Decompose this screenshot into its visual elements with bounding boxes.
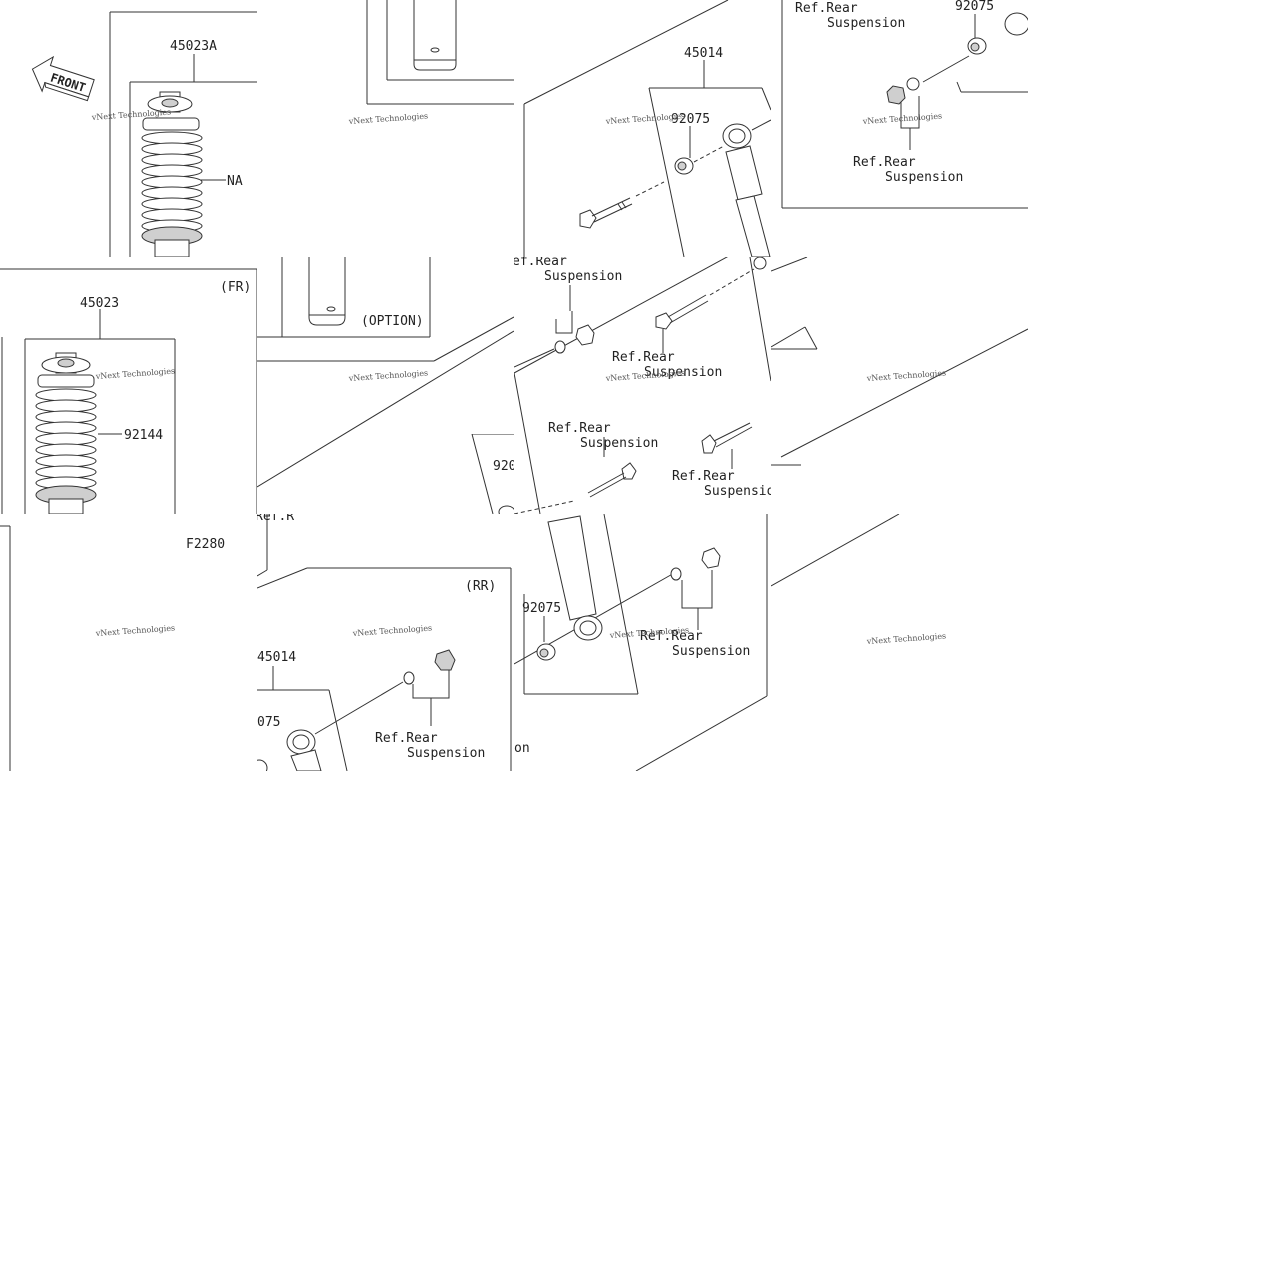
- spring-coil: [141, 164, 203, 178]
- suspension-label-f: Suspensio: [704, 484, 771, 499]
- suspension-label: Suspension: [827, 16, 905, 31]
- ref-rear-label: Ref.Rear: [795, 1, 858, 16]
- washer-nut-a: [554, 324, 595, 354]
- spring-coil: [35, 410, 97, 424]
- watermark: vNext Technologies: [605, 368, 686, 383]
- ref-rear-label-g: Ref.Rear: [375, 731, 438, 746]
- watermark: vNext Technologies: [348, 368, 429, 383]
- bushing-92075-d: [536, 643, 556, 661]
- rear-shock-body: [722, 123, 771, 257]
- tile-figure-code: F2280 vNext Technologies: [0, 514, 257, 771]
- washer-nut-c: [670, 547, 721, 581]
- watermark: vNext Technologies: [862, 111, 943, 126]
- tile-front-option-shock: FRONT 45023A NA vNext Technologies: [0, 0, 257, 257]
- section-label-option: (OPTION): [361, 314, 424, 329]
- spring-coil: [35, 443, 97, 457]
- spring-coil: [141, 197, 203, 211]
- part-number-92075-d: 92075: [522, 601, 561, 616]
- tile-rear-ref-upper: Ref.R Ref.Rear Suspension 92075 Ref.Rear…: [771, 0, 1028, 257]
- ref-rear-label-e: Ref.Rear: [548, 421, 611, 436]
- part-number-92144: 92144: [124, 428, 163, 443]
- part-number-45023A: 45023A: [170, 39, 217, 54]
- part-number-92075-c: 075: [257, 715, 280, 730]
- front-shock-option: [141, 91, 203, 257]
- suspension-label-b: Suspension: [885, 170, 963, 185]
- watermark: vNext Technologies: [95, 366, 176, 381]
- spring-coil: [35, 399, 97, 413]
- part-number-45014-b: 45014: [257, 650, 296, 665]
- spring-coil: [35, 432, 97, 446]
- tile-option-rod-bottom: (OPTION) vNext Technologies: [257, 257, 514, 514]
- spring-coil: [35, 454, 97, 468]
- tile-rear-shock-upper: 45014 92075: [514, 0, 771, 257]
- spring-coil: [141, 131, 203, 145]
- spring-coil: [35, 465, 97, 479]
- tile-frame-right: vNext Technologies: [771, 257, 1028, 514]
- spring-coil: [141, 153, 203, 167]
- section-label-fr: (FR): [220, 280, 251, 295]
- tile-option-rod-top: vNext Technologies: [257, 0, 514, 257]
- option-rod-upper: [413, 0, 457, 71]
- partial-on: on: [514, 741, 530, 756]
- part-number-na: NA: [227, 174, 243, 189]
- rear-shock-lower-body: [547, 515, 603, 641]
- part-number-92075: 92075: [671, 112, 710, 127]
- watermark: vNext Technologies: [866, 631, 947, 646]
- part-number-92075-b: 92075: [955, 0, 994, 14]
- spring-coil: [35, 388, 97, 402]
- bolt-c: [587, 462, 637, 498]
- tile-rear-section: Ref.R (RR) 45014 075 Ref.Rear Suspension: [257, 514, 514, 771]
- option-rod-lower: [308, 257, 346, 326]
- suspension-label-g: Suspension: [407, 746, 485, 761]
- part-number-45014: 45014: [684, 46, 723, 61]
- spring-coil: [141, 175, 203, 189]
- ref-rear-label-f: Ref.Rear: [672, 469, 735, 484]
- front-shock: [35, 352, 97, 514]
- bushing-92075-b: [967, 37, 987, 55]
- tile-front-shock: (FR) 45023 92144 vNext Technologies: [0, 257, 257, 514]
- ref-rear-label-c: ef.Rear: [514, 257, 567, 269]
- part-number-45023: 45023: [80, 296, 119, 311]
- tile-rear-shock-lower: 92075 Ref.Rear Suspension on 920 vNext T…: [514, 514, 771, 771]
- section-label-rr: (RR): [465, 579, 496, 594]
- bolt: [579, 197, 633, 229]
- washer-nut-b: [403, 649, 456, 685]
- ref-rear-label-b: Ref.Rear: [853, 155, 916, 170]
- suspension-label-d: Suspension: [644, 365, 722, 380]
- ref-rear-label-h: Ref.Rear: [640, 629, 703, 644]
- part-number-920: 920: [493, 459, 514, 474]
- front-arrow-icon: FRONT: [31, 55, 95, 102]
- watermark: vNext Technologies: [352, 623, 433, 638]
- watermark: vNext Technologies: [95, 623, 176, 638]
- suspension-label-h: Suspension: [672, 644, 750, 659]
- bolt-d: [701, 422, 753, 454]
- nut: [886, 77, 920, 105]
- ref-rear-label-d: Ref.Rear: [612, 350, 675, 365]
- rear-shock-lower: [257, 729, 322, 771]
- bushing-92075: [674, 157, 694, 175]
- bolt-b: [655, 294, 709, 330]
- tile-frame-bottom-right: vNext Technologies: [771, 514, 1028, 771]
- spring-coil: [35, 421, 97, 435]
- partial-ref: Ref.R: [257, 514, 294, 524]
- tile-partial-920: 920: [471, 434, 514, 514]
- spring-coil: [141, 142, 203, 156]
- figure-code: F2280: [186, 537, 225, 552]
- suspension-label-e: Suspension: [580, 436, 658, 451]
- spring-coil: [141, 186, 203, 200]
- suspension-label-c: Suspension: [544, 269, 622, 284]
- tile-rear-bolts: ef.Rear Suspension Ref.Rear Suspension: [514, 257, 771, 514]
- watermark: vNext Technologies: [866, 368, 947, 383]
- spring-coil: [141, 208, 203, 222]
- watermark: vNext Technologies: [348, 111, 429, 126]
